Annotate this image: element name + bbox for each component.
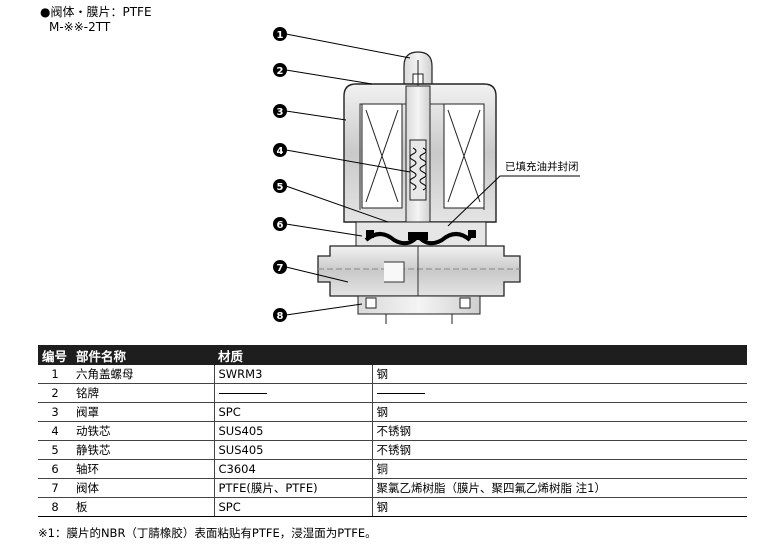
valve-body-part (317, 245, 521, 297)
callout-6: 6 (277, 220, 284, 231)
row-part-name: 铭牌 (72, 383, 214, 403)
footnote: ※1：膜片的NBR（丁腈橡胶）表面粘贴有PTFE，浸湿面为PTFE。 (38, 526, 377, 540)
row-part-name: 静铁芯 (72, 440, 214, 460)
plate-part (357, 295, 481, 324)
oil-sealed-note: 已填充油并封闭 (505, 160, 579, 173)
table-row: 5 静铁芯 SUS405 不锈钢 (38, 440, 747, 460)
coil-right (443, 103, 485, 209)
model-code: M-※※-2TT (49, 20, 111, 34)
row-number: 6 (38, 459, 72, 479)
row-material: SUS405 (213, 440, 372, 460)
callout-markers: 1 2 3 4 5 6 7 8 (273, 27, 287, 322)
table-header-row: 编号 部件名称 材质 (38, 345, 747, 365)
row-part-name: 轴环 (72, 459, 214, 479)
callout-5: 5 (277, 182, 284, 193)
row-material: SPC (213, 402, 372, 422)
diaphragm-part (355, 221, 487, 247)
callout-leaders (285, 33, 580, 316)
table-row: 6 轴环 C3604 铜 (38, 459, 747, 479)
row-material-note: 聚氯乙烯树脂（膜片、聚四氟乙烯树脂 注1） (371, 478, 747, 498)
header-material: 材质 (214, 345, 747, 365)
header-part-name: 部件名称 (72, 345, 214, 365)
row-material: SWRM3 (213, 365, 372, 384)
table-row: 4 动铁芯 SUS405 不锈钢 (38, 421, 747, 441)
valve-cross-section-diagram: 1 2 3 4 5 6 7 8 已填充油并封闭 (273, 27, 580, 324)
coil-left (361, 103, 403, 209)
table-row: 1 六角盖螺母 SWRM3 钢 (38, 365, 747, 384)
row-material-note: 钢 (371, 497, 747, 517)
callout-8: 8 (277, 311, 284, 322)
table-row: 7 阀体 PTFE(膜片、PTFE) 聚氯乙烯树脂（膜片、聚四氟乙烯树脂 注1） (38, 478, 747, 498)
table-row: 3 阀罩 SPC 钢 (38, 402, 747, 422)
row-number: 2 (38, 383, 72, 403)
row-material-note (371, 383, 747, 403)
callout-1: 1 (277, 30, 284, 41)
dash-placeholder (376, 393, 425, 394)
callout-7: 7 (277, 263, 284, 274)
header: ●阀体・膜片：PTFE M-※※-2TT (40, 5, 152, 35)
row-material-note: 不锈钢 (371, 421, 747, 441)
row-material: PTFE(膜片、PTFE) (213, 478, 372, 498)
dash-placeholder (218, 393, 267, 394)
row-material: SUS405 (213, 421, 372, 441)
row-material-note: 铜 (371, 459, 747, 479)
row-material-note: 钢 (371, 365, 747, 384)
header-number: 编号 (38, 345, 72, 365)
row-material: SPC (213, 497, 372, 517)
row-number: 1 (38, 365, 72, 384)
row-material-note: 不锈钢 (371, 440, 747, 460)
row-material-note: 钢 (371, 402, 747, 422)
table-row: 2 铭牌 (38, 383, 747, 403)
row-part-name: 板 (72, 497, 214, 517)
callout-2: 2 (277, 66, 284, 77)
row-number: 3 (38, 402, 72, 422)
row-part-name: 六角盖螺母 (72, 365, 214, 384)
callout-4: 4 (277, 146, 284, 157)
callout-3: 3 (277, 107, 284, 118)
row-material (213, 383, 372, 403)
row-material: C3604 (213, 459, 372, 479)
row-part-name: 阀罩 (72, 402, 214, 422)
row-number: 8 (38, 497, 72, 517)
row-number: 5 (38, 440, 72, 460)
page-title: ●阀体・膜片：PTFE (40, 5, 152, 19)
row-part-name: 阀体 (72, 478, 214, 498)
plunger-part (405, 60, 431, 227)
table-row: 8 板 SPC 钢 (38, 497, 747, 517)
row-part-name: 动铁芯 (72, 421, 214, 441)
parts-table: 编号 部件名称 材质 1 六角盖螺母 SWRM3 钢 2 铭牌 3 阀罩 SPC… (38, 345, 747, 517)
row-number: 7 (38, 478, 72, 498)
row-number: 4 (38, 421, 72, 441)
